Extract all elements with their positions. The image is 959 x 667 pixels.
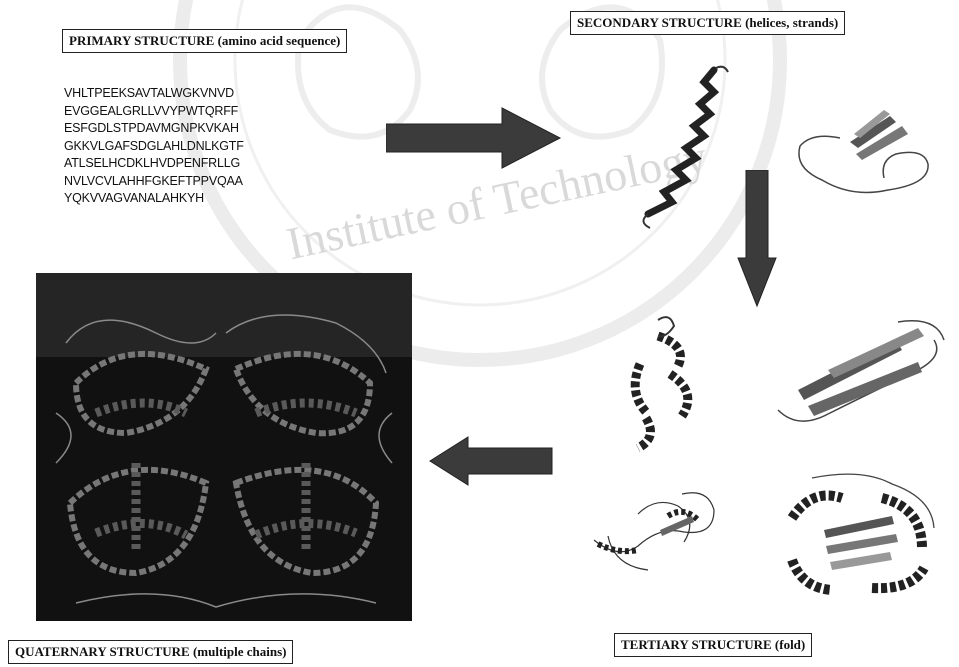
quaternary-structure-image [36, 273, 412, 621]
sequence-line: VHLTPEEKSAVTALWGKVNVD [64, 85, 244, 103]
tertiary-model-alpha-beta [772, 468, 942, 608]
amino-acid-sequence: VHLTPEEKSAVTALWGKVNVD EVGGEALGRLLVVYPWTQ… [64, 85, 244, 208]
sequence-line: EVGGEALGRLLVVYPWTQRFF [64, 103, 244, 121]
primary-structure-label: PRIMARY STRUCTURE (amino acid sequence) [62, 29, 347, 53]
tertiary-model-mixed [588, 476, 724, 580]
sequence-line: ESFGDLSTPDAVMGNPKVKAH [64, 120, 244, 138]
tertiary-structure-label: TERTIARY STRUCTURE (fold) [614, 633, 812, 657]
beta-strand-model [792, 108, 942, 218]
tertiary-model-helical [618, 312, 710, 452]
arrow-secondary-to-tertiary [737, 170, 777, 308]
hemoglobin-model [36, 273, 412, 621]
sequence-line: YQKVVAGVANALAHKYH [64, 190, 244, 208]
tertiary-model-beta-sandwich [768, 310, 950, 434]
arrow-primary-to-secondary [386, 106, 562, 170]
quaternary-structure-label: QUATERNARY STRUCTURE (multiple chains) [8, 640, 293, 664]
sequence-line: NVLVCVLAHHFGKEFTPPVQAA [64, 173, 244, 191]
sequence-line: ATLSELHCDKLHVDPENFRLLG [64, 155, 244, 173]
secondary-structure-label: SECONDARY STRUCTURE (helices, strands) [570, 11, 845, 35]
sequence-line: GKKVLGAFSDGLAHLDNLKGTF [64, 138, 244, 156]
arrow-tertiary-to-quaternary [428, 436, 554, 486]
alpha-helix-model [624, 62, 734, 232]
